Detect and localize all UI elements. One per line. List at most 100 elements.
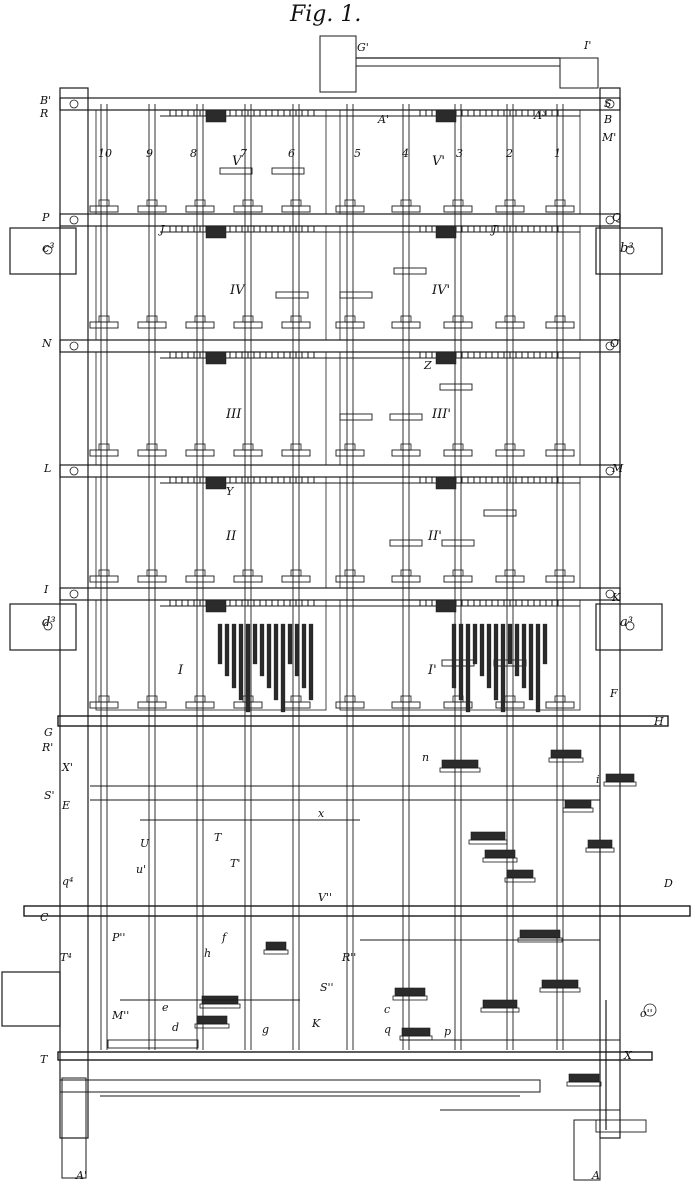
- lower-label-s-dprime: S'': [320, 981, 334, 994]
- lower-lever: [107, 1039, 199, 1049]
- column-number-7: 7: [240, 147, 247, 160]
- plate-bolt: [605, 589, 615, 599]
- gear-hub: [452, 315, 464, 323]
- lower-gear-rim: [548, 757, 584, 763]
- gear-wheel: [233, 205, 263, 213]
- lower-gear: [401, 1027, 431, 1037]
- gear-wheel: [185, 205, 215, 213]
- side-label-r: R: [40, 107, 49, 120]
- gear-hub: [504, 569, 516, 577]
- rack-label-z: Z: [424, 359, 432, 372]
- side-label-f: F: [610, 687, 618, 700]
- lower-gear-rim: [468, 839, 508, 845]
- rack-block-dark: [435, 225, 457, 239]
- gear-hub: [344, 199, 356, 207]
- crank-handle: [643, 1003, 657, 1017]
- gear-wheel: [233, 449, 263, 457]
- gear-hub: [290, 569, 302, 577]
- tier-box-left: [95, 351, 327, 466]
- figure-bar: [231, 623, 237, 689]
- rack-label-y: Y: [226, 485, 234, 498]
- figure-bar: [273, 623, 279, 701]
- lower-gear: [441, 759, 479, 769]
- side-label-g-prime: G': [357, 41, 369, 54]
- gear-wheel: [495, 701, 525, 709]
- gear-wheel: [281, 701, 311, 709]
- column-number-8: 8: [190, 147, 197, 160]
- lower-label-e: e: [162, 1001, 169, 1014]
- side-label-x: X: [624, 1049, 632, 1062]
- rack-block-dark: [435, 351, 457, 365]
- block-bolt: [43, 245, 53, 255]
- gear-hub: [194, 199, 206, 207]
- tier-box-right: [339, 225, 581, 341]
- gear-wheel: [233, 575, 263, 583]
- gear-wheel: [185, 575, 215, 583]
- figure-bar: [507, 623, 513, 665]
- tier-label-v: V: [232, 154, 242, 169]
- gear-wheel: [391, 701, 421, 709]
- gear-hub: [242, 569, 254, 577]
- gear-hub: [344, 315, 356, 323]
- tier-box-right: [339, 351, 581, 466]
- gear-hub: [146, 443, 158, 451]
- beam-x: [57, 1051, 653, 1061]
- tier-box-right: [339, 599, 581, 711]
- figure-bar: [465, 623, 471, 713]
- gear-wheel: [89, 205, 119, 213]
- base-rail: [59, 1079, 541, 1093]
- lower-label-r-dprime: R'': [342, 951, 357, 964]
- side-label-l: L: [44, 462, 52, 475]
- beam-h: [57, 715, 669, 727]
- side-label-i: I: [44, 583, 49, 596]
- figure-bar: [238, 623, 244, 701]
- tier-label-v-prime: V': [432, 154, 445, 169]
- lower-gear: [470, 831, 506, 841]
- figure-bar: [224, 623, 230, 677]
- gear-wheel: [443, 449, 473, 457]
- plate-bolt: [605, 215, 615, 225]
- lower-gear: [394, 987, 426, 997]
- lower-gear-rim: [504, 877, 536, 883]
- figure-bar: [266, 623, 272, 689]
- side-label-q: Q: [612, 211, 622, 224]
- figure-bar: [479, 623, 485, 677]
- lower-label-f: f: [222, 931, 227, 944]
- plate-bolt: [69, 99, 79, 109]
- tier-plate: [59, 213, 621, 227]
- side-label-s-prime: S': [44, 789, 55, 802]
- gear-hub: [344, 443, 356, 451]
- gear-wheel: [185, 701, 215, 709]
- gear-hub: [554, 199, 566, 207]
- plate-bolt: [69, 589, 79, 599]
- lower-gear-rim: [263, 949, 289, 955]
- block-d3: [9, 603, 77, 651]
- lower-mechanism: [100, 749, 657, 1133]
- block-label-b3: b³: [620, 241, 634, 256]
- gear-hub: [400, 569, 412, 577]
- crank-base: [595, 1119, 647, 1133]
- lower-label-x: x: [318, 807, 325, 820]
- lower-gear: [587, 839, 613, 849]
- side-label-c: C: [40, 911, 49, 924]
- figure-bar: [472, 623, 478, 665]
- lower-label-p: p: [444, 1025, 452, 1038]
- side-label-s: S: [604, 97, 612, 110]
- figure-bar: [458, 623, 464, 701]
- side-label-r-prime: R': [42, 741, 54, 754]
- small-gear: [483, 509, 517, 517]
- gear-hub: [452, 443, 464, 451]
- lower-gear: [196, 1015, 228, 1025]
- tier-plate: [59, 339, 621, 353]
- gear-wheel: [281, 449, 311, 457]
- gear-wheel: [281, 321, 311, 329]
- gear-hub: [146, 695, 158, 703]
- rack-block-dark: [205, 476, 227, 490]
- lower-gear: [265, 941, 287, 951]
- lower-gear-rim: [194, 1023, 230, 1029]
- gear-hub: [194, 695, 206, 703]
- lower-label-u-prime: u': [136, 863, 147, 876]
- rack-block-dark: [435, 599, 457, 613]
- lower-gear-rim: [439, 767, 481, 773]
- gear-wheel: [545, 205, 575, 213]
